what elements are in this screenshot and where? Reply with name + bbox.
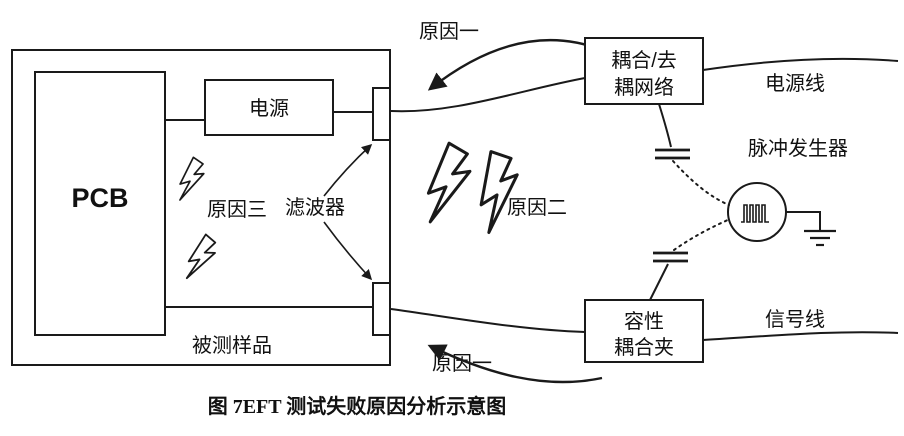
filter-clamp-wire (390, 308, 586, 333)
coupling-network-label-line1: 耦合/去 (611, 49, 677, 72)
ground-wire (786, 211, 821, 231)
cause3-label: 原因三 (207, 199, 267, 221)
power-line (702, 57, 899, 71)
coupling-network-box (584, 37, 704, 105)
capacitive-clamp-box (584, 299, 704, 363)
coupling-network-label-line2: 耦网络 (614, 76, 674, 99)
pcb-box (34, 71, 166, 336)
figure-caption: 图 7EFT 测试失败原因分析示意图 (208, 394, 507, 418)
power-line-label: 电源线 (765, 72, 825, 95)
filter-label: 滤波器 (285, 196, 345, 219)
filter-bottom-box (372, 282, 391, 336)
filter-top-box (372, 87, 391, 141)
filter-pointer-top-arrow (323, 143, 373, 197)
power-supply-label: 电源 (249, 97, 289, 120)
coupling-capacitor-wire (658, 103, 672, 148)
filter-pointer-bottom-arrow (323, 221, 373, 281)
lightning-bolt-icon (472, 146, 527, 235)
signal-line (702, 331, 899, 341)
dut-label: 被测样品 (192, 334, 272, 357)
signal-line-label: 信号线 (765, 308, 825, 331)
power-supply-box (204, 79, 334, 136)
cause1-bottom-label: 原因一 (432, 353, 492, 375)
pcb-label: PCB (71, 183, 128, 213)
cause2-label: 原因二 (507, 197, 567, 219)
capacitive-clamp-label-line1: 容性 (624, 310, 664, 333)
cause1-top-arrow (427, 38, 603, 91)
cause1-bottom-arrow (427, 344, 603, 384)
capacitor-bottom-icon (653, 251, 688, 263)
pulse-link-bottom-dotted (673, 218, 731, 251)
pulse-link-top-dotted (672, 160, 730, 206)
capacitive-clamp-label-line2: 耦合夹 (614, 336, 674, 359)
pulse-waveform-icon (741, 204, 769, 223)
pulse-generator-circle (727, 182, 787, 242)
filter-coupling-wire (390, 77, 586, 113)
clamp-capacitor-wire (649, 263, 669, 301)
capacitor-top-icon (655, 148, 690, 160)
ground-icon (804, 229, 836, 247)
pulse-generator-label: 脉冲发生器 (748, 137, 848, 160)
cause1-top-label: 原因一 (419, 21, 479, 43)
lightning-bolt-icon (424, 140, 474, 226)
